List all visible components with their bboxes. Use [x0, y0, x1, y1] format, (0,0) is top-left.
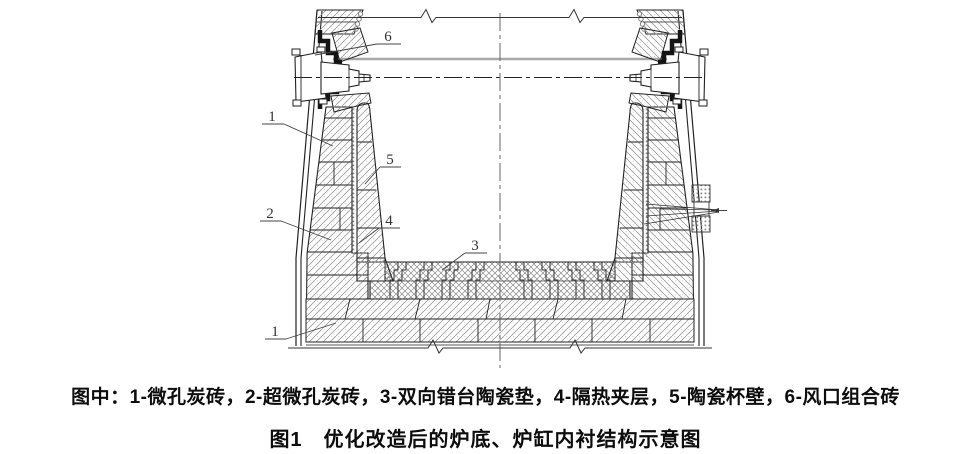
ceramic-cup-foot-left	[356, 257, 394, 282]
callout-2: 2	[266, 206, 274, 222]
figure-legend-text: 图中：1-微孔炭砖，2-超微孔炭砖，3-双向错台陶瓷垫，4-隔热夹层，5-陶瓷杯…	[71, 387, 900, 408]
brick-course-joints	[306, 117, 368, 276]
top-break-line	[318, 8, 682, 24]
callout-3: 3	[471, 238, 479, 254]
callout-5: 5	[386, 152, 394, 168]
bottom-row-joints	[362, 319, 651, 342]
taphole-detail	[643, 184, 727, 233]
insulation-interlayer	[352, 107, 357, 257]
callout-1-wall: 1	[268, 109, 276, 125]
ceramic-cup-wall	[356, 102, 386, 263]
tuyere-assembly	[291, 27, 372, 113]
callout-4: 4	[385, 213, 393, 229]
callout-6: 6	[384, 29, 392, 45]
pad-stepped-joints	[389, 262, 611, 299]
callout-leaders	[260, 43, 487, 340]
callout-1-bottom: 1	[271, 324, 279, 340]
bottom-break-line	[288, 338, 712, 354]
furnace-wall-left	[291, 9, 386, 346]
tuyere-combination-brick-lower	[330, 92, 372, 113]
figure-title: 图1 优化改造后的炉底、炉缸内衬结构示意图	[269, 429, 702, 451]
underlayer-joints	[344, 298, 627, 320]
